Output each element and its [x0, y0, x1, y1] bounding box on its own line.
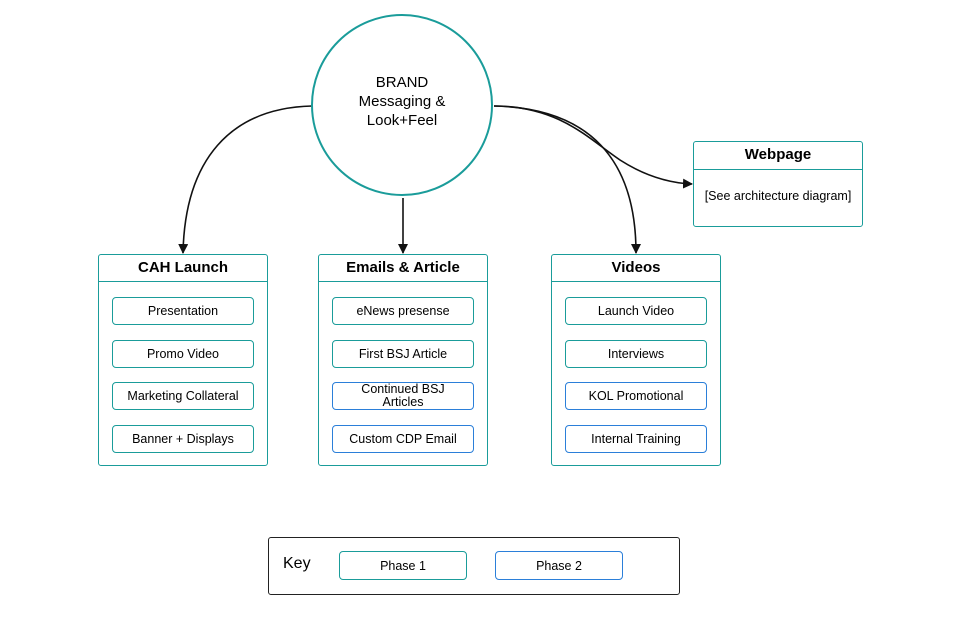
item-banner-displays: Banner + Displays	[112, 425, 254, 453]
webpage-box: Webpage [See architecture diagram]	[693, 141, 863, 227]
brand-hub-circle: BRAND Messaging & Look+Feel	[311, 14, 493, 196]
connector-cah-launch	[178, 105, 313, 254]
item-enews-presense: eNews presense	[332, 297, 474, 325]
group-cah-launch: CAH Launch Presentation Promo Video Mark…	[98, 254, 268, 466]
group-videos: Videos Launch Video Interviews KOL Promo…	[551, 254, 721, 466]
group-title: Videos	[552, 255, 720, 282]
legend-key: Key Phase 1 Phase 2	[268, 537, 680, 595]
item-presentation: Presentation	[112, 297, 254, 325]
item-interviews: Interviews	[565, 340, 707, 368]
group-title: CAH Launch	[99, 255, 267, 282]
webpage-body: [See architecture diagram]	[704, 189, 852, 203]
item-custom-cdp-email: Custom CDP Email	[332, 425, 474, 453]
item-promo-video: Promo Video	[112, 340, 254, 368]
item-first-bsj-article: First BSJ Article	[332, 340, 474, 368]
item-launch-video: Launch Video	[565, 297, 707, 325]
webpage-title: Webpage	[694, 142, 862, 170]
group-title: Emails & Article	[319, 255, 487, 282]
item-marketing-collateral: Marketing Collateral	[112, 382, 254, 410]
item-internal-training: Internal Training	[565, 425, 707, 453]
item-continued-bsj-articles: Continued BSJ Articles	[332, 382, 474, 410]
connector-videos	[493, 105, 641, 254]
brand-hub-label: BRAND Messaging & Look+Feel	[358, 73, 446, 129]
legend-phase-1: Phase 1	[339, 551, 467, 580]
legend-phase-2: Phase 2	[495, 551, 623, 580]
legend-title: Key	[283, 555, 311, 572]
group-emails-article: Emails & Article eNews presense First BS…	[318, 254, 488, 466]
item-kol-promotional: KOL Promotional	[565, 382, 707, 410]
connector-webpage	[493, 105, 693, 189]
